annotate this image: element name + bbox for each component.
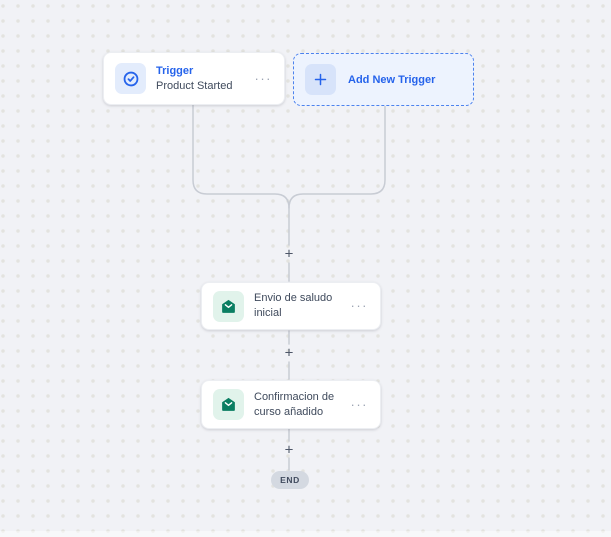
trigger-node-subtitle: Product Started — [156, 79, 233, 92]
add-new-trigger-button[interactable]: Add New Trigger — [293, 53, 474, 106]
step-node-confirmacion-curso[interactable]: Confirmacion de curso añadido ··· — [201, 380, 381, 429]
add-new-trigger-label: Add New Trigger — [348, 73, 436, 86]
more-options-icon[interactable]: ··· — [350, 298, 368, 313]
add-step-button-3[interactable]: + — [282, 443, 297, 458]
end-marker: END — [271, 471, 309, 489]
step-node-text: Envio de saludo inicial — [254, 291, 349, 321]
trigger-node-text: Trigger Product Started — [156, 64, 253, 94]
bottom-scrollbar-gutter — [0, 531, 611, 537]
add-step-button-1[interactable]: + — [282, 247, 297, 262]
step-node-text: Confirmacion de curso añadido — [254, 390, 349, 420]
step-label: Envio de saludo inicial — [254, 292, 333, 319]
email-icon — [213, 290, 244, 322]
add-step-button-2[interactable]: + — [282, 346, 297, 361]
trigger-node[interactable]: Trigger Product Started ··· — [103, 52, 285, 105]
email-icon — [213, 389, 244, 420]
step-node-envio-saludo[interactable]: Envio de saludo inicial ··· — [201, 282, 381, 330]
trigger-node-title: Trigger — [156, 64, 194, 77]
check-circle-icon — [115, 63, 146, 94]
step-label: Confirmacion de curso añadido — [254, 390, 335, 418]
more-options-icon[interactable]: ··· — [350, 396, 368, 412]
plus-icon — [305, 64, 336, 95]
more-options-icon[interactable]: ··· — [254, 70, 272, 86]
